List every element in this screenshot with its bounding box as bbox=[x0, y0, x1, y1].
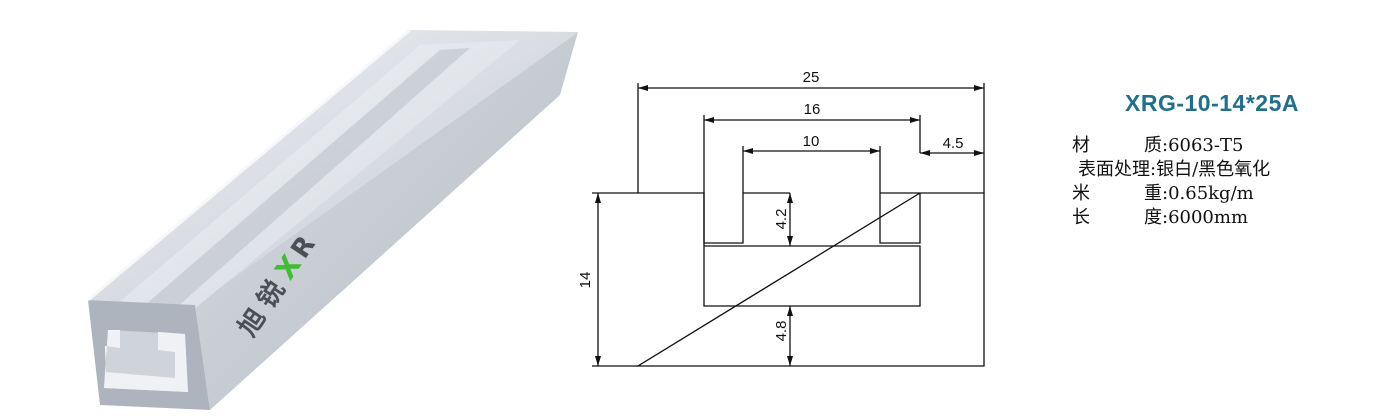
spec-label: 重 bbox=[1144, 183, 1162, 204]
arrow bbox=[787, 193, 793, 203]
spec-label: 材 bbox=[1072, 135, 1090, 156]
spec-row-length: 长 度:6000mm bbox=[1072, 206, 1270, 230]
arrow bbox=[920, 150, 930, 156]
dim-label-4-5: 4.5 bbox=[943, 135, 964, 152]
spec-value: :6063-T5 bbox=[1162, 135, 1244, 156]
spec-value: :银白/黑色氧化 bbox=[1150, 159, 1271, 180]
arrow bbox=[870, 148, 880, 154]
spec-label: 长 bbox=[1072, 207, 1090, 228]
arrow bbox=[787, 236, 793, 246]
profile-groove-shadow bbox=[130, 48, 470, 322]
arrow bbox=[974, 150, 984, 156]
spec-label: 度 bbox=[1144, 207, 1162, 228]
dim-label-25: 25 bbox=[803, 69, 820, 86]
profile-side-face bbox=[195, 32, 578, 410]
arrow bbox=[787, 356, 793, 366]
spec-row-finish: 表面处理:银白/黑色氧化 bbox=[1072, 158, 1270, 182]
spec-row-weight: 米 重:0.65kg/m bbox=[1072, 182, 1270, 206]
arrow bbox=[638, 85, 648, 91]
spec-label: 质 bbox=[1144, 135, 1162, 156]
spec-label: 米 bbox=[1072, 183, 1090, 204]
dim-label-4-8: 4.8 bbox=[773, 321, 790, 342]
product-photo: 旭 锐 X R bbox=[87, 28, 578, 410]
spec-value: :0.65kg/m bbox=[1162, 183, 1254, 204]
spec-label: 表面处理 bbox=[1078, 159, 1150, 180]
dim-label-10: 10 bbox=[803, 133, 820, 150]
spec-list: 材 质:6063-T5 表面处理:银白/黑色氧化 米 重:0.65kg/m 长 度:6… bbox=[1072, 134, 1270, 230]
spec-row-material: 材 质:6063-T5 bbox=[1072, 134, 1270, 158]
arrow bbox=[595, 356, 601, 366]
arrow bbox=[704, 117, 714, 123]
spec-value: :6000mm bbox=[1162, 207, 1249, 228]
profile-end-face-inner bbox=[104, 330, 188, 392]
arrow bbox=[974, 85, 984, 91]
profile-inner-slot bbox=[703, 245, 921, 307]
dim-label-16: 16 bbox=[804, 101, 821, 118]
arrow bbox=[743, 148, 753, 154]
profile-outline bbox=[635, 192, 985, 367]
arrow bbox=[910, 117, 920, 123]
profile-highlight bbox=[87, 28, 411, 302]
dim-label-4-2: 4.2 bbox=[773, 209, 790, 230]
arrow bbox=[787, 306, 793, 316]
dim-label-14: 14 bbox=[577, 272, 594, 289]
arrow bbox=[595, 193, 601, 203]
model-number: XRG-10-14*25A bbox=[1125, 90, 1299, 116]
